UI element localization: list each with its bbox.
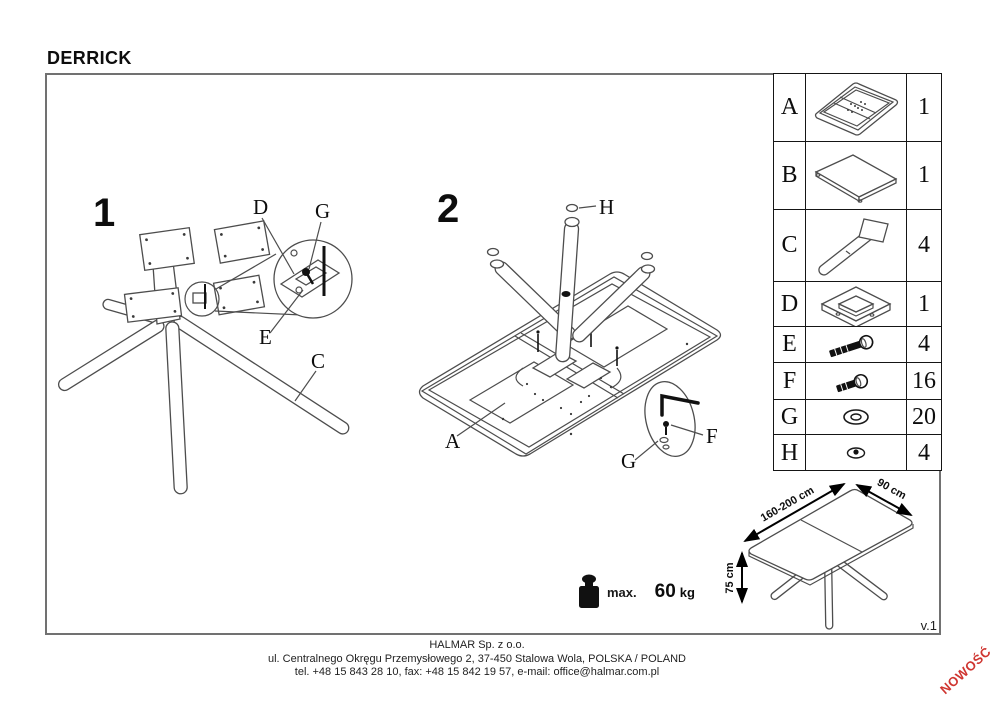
dimension-drawing: 160-200 cm 90 cm 75 cm [724,477,914,630]
label-part-f: F [706,424,718,448]
version-label: v.1 [920,618,937,633]
center-bracket-icon [806,282,907,326]
label-part-d: D [253,195,268,219]
detail-source-circle [184,281,220,317]
part-letter: B [774,142,806,209]
part-qty: 20 [912,403,936,430]
dimension-arrows [736,483,913,604]
bolt-detail-ellipse [644,381,700,457]
legs-being-attached [486,203,656,363]
mounting-plates [123,220,271,323]
part-qty: 1 [918,94,930,120]
glide-cap-icon [806,435,907,471]
footer-company: HALMAR Sp. z o.o. [429,639,525,651]
part-qty: 1 [918,162,930,188]
leg-spider-base [57,298,350,495]
table-row: B 1 [774,142,941,210]
table-row: G 20 [774,400,941,435]
label-part-a: A [445,429,461,453]
table-leg-icon [806,210,907,281]
footer-address: ul. Centralnego Okręgu Przemysłowego 2, … [267,652,686,665]
part-letter: F [774,363,806,399]
table-top-panel-icon [806,142,907,209]
detail-zoom-circle [273,239,353,319]
page-title: DERRICK [47,48,132,68]
footer: HALMAR Sp. z o.o. ul. Centralnego Okręgu… [0,639,954,680]
figure-1-number: 1 [93,191,115,235]
table-row: E 4 [774,327,941,363]
table-row: H 4 [774,435,941,471]
long-bolt-icon [806,327,907,362]
part-letter: E [774,327,806,362]
footer-contact: tel. +48 15 843 28 10, fax: +48 15 842 1… [294,666,660,678]
part-letter: C [774,210,806,281]
part-qty: 16 [912,367,936,394]
weight-icon [579,574,599,608]
part-qty: 1 [918,290,930,317]
label-part-c: C [311,349,325,373]
part-qty: 4 [918,331,930,357]
part-letter: G [774,400,806,434]
height-dimension: 75 cm [724,562,736,593]
table-row: F 16 [774,363,941,400]
figure-2-number: 2 [437,187,459,231]
label-part-g2: G [621,449,636,473]
allen-key-icon [660,393,700,417]
max-load-unit: kg [679,584,695,600]
part-qty: 4 [918,232,930,258]
max-load-info: max. 60 kg [577,574,695,610]
label-part-e: E [259,325,272,349]
washer-icon [806,400,907,434]
max-load-value: 60 [654,581,676,602]
short-bolt-icon [806,363,907,399]
label-part-g: G [315,199,330,223]
parts-table: A 1 B [773,73,942,471]
table-row: A 1 [774,74,941,142]
table-row: D 1 [774,282,941,327]
figure-1-assembly-step: 1 [57,191,353,495]
part-letter: D [774,282,806,326]
label-part-h: H [599,195,614,219]
max-load-label: max. [607,584,637,600]
table-frame-icon [806,74,907,141]
table-row: C 4 [774,210,941,282]
part-qty: 4 [918,439,930,466]
part-letter: H [774,435,806,471]
part-letter: A [774,74,806,141]
figure-2-assembly-step: 2 [418,187,722,473]
